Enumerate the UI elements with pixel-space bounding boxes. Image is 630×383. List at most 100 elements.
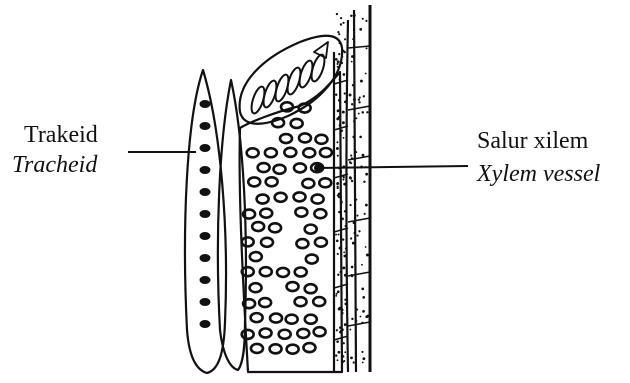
stipple-dot [337, 290, 340, 293]
stipple-dot [344, 299, 346, 301]
stipple-dot [337, 187, 339, 189]
tracheid-pit [200, 100, 211, 108]
stipple-dot [351, 55, 354, 58]
vessel-wall-inner [347, 20, 349, 372]
vessel-element-ribs [249, 53, 327, 115]
stipple-dot [344, 351, 346, 353]
stipple-dot [343, 73, 346, 76]
stipple-dot [342, 50, 344, 52]
tracheid-label: Trakeid [24, 123, 98, 147]
stipple-dot [365, 246, 367, 248]
vessel-pit [314, 209, 326, 218]
stipple-dot [337, 253, 339, 255]
stipple-dot [345, 225, 347, 227]
stipple-dot [359, 136, 362, 139]
stipple-dot [365, 173, 368, 176]
stipple-dot [343, 183, 346, 186]
stipple-dot [336, 293, 338, 295]
stipple-dot [339, 42, 341, 44]
stipple-dot [337, 274, 339, 276]
vessel-pit [258, 163, 270, 172]
stipple-dot [340, 23, 342, 25]
tracheid-pit [200, 166, 211, 174]
stipple-dot [359, 28, 362, 31]
vessel-pit [287, 345, 299, 354]
stipple-dot [350, 237, 352, 239]
stipple-dot [358, 98, 360, 100]
vessel-pit [280, 134, 292, 143]
stipple-dot [337, 66, 339, 68]
stipple-dot [335, 93, 337, 95]
vessel-pit [295, 297, 307, 306]
stipple-dot [360, 316, 362, 318]
vessel-pit [295, 208, 307, 217]
vessel-pit [312, 195, 324, 204]
stipple-dot [344, 323, 347, 326]
stipple-dot [344, 210, 346, 212]
stipple-dot [341, 366, 343, 368]
stipple-dot [336, 329, 338, 331]
vessel-pit [294, 163, 306, 172]
stipple-dot [350, 15, 352, 17]
vessel-pit [279, 330, 291, 339]
stipple-dot [338, 116, 341, 119]
stipple-dot [337, 31, 339, 33]
stipple-dot [343, 176, 345, 178]
stipple-dot [338, 211, 340, 213]
stipple-dot [351, 61, 353, 63]
stipple-dot [338, 33, 340, 35]
stipple-dot [361, 287, 364, 290]
stipple-dot [343, 360, 345, 362]
stipple-dot [349, 204, 351, 206]
stipple-dot [341, 309, 344, 312]
stipple-dot [337, 359, 339, 361]
stipple-dot [342, 238, 344, 240]
vessel-pit [305, 284, 317, 293]
vessel-pit [296, 239, 308, 248]
stipple-dot [362, 310, 365, 313]
vessel-pit [260, 209, 272, 218]
stipple-dot [362, 362, 364, 364]
tracheid-pit [200, 254, 211, 262]
stipple-dot [361, 322, 363, 324]
tracheid-pit [200, 144, 211, 152]
vessel-pit [259, 298, 271, 307]
xylem-vessel-label-english: Xylem vessel [477, 162, 600, 186]
stipple-dot [342, 178, 344, 180]
stipple-dot [342, 22, 344, 24]
stipple-dot [355, 199, 357, 201]
vessel-wall-outer [354, 10, 356, 372]
vessel-pit [242, 237, 254, 246]
vessel-pit [284, 148, 296, 157]
stipple-dot [365, 73, 367, 75]
stipple-dot [351, 275, 353, 277]
stipple-dot [351, 318, 353, 320]
stipple-dot [342, 121, 345, 124]
vessel-pit [261, 238, 273, 247]
stipple-dot [360, 80, 363, 83]
stipple-dot [343, 342, 345, 344]
vessel-pit [257, 195, 269, 204]
stipple-dot [337, 60, 340, 63]
stipple-dot [365, 166, 367, 168]
vessel-pit [305, 225, 317, 234]
stipple-dot [344, 101, 347, 104]
stipple-dot [351, 103, 353, 105]
vessel-pit [274, 165, 286, 174]
vessel-pit [265, 148, 277, 157]
stipple-dot [343, 165, 346, 168]
stipple-dot [340, 201, 343, 204]
vessel-pit [320, 148, 332, 157]
vessel-pit [266, 177, 278, 186]
stipple-dot [360, 165, 363, 168]
stipple-dot [366, 254, 369, 257]
tracheid-pit [200, 122, 211, 130]
vessel-pit [295, 267, 307, 276]
stipple-dot [349, 161, 351, 163]
stipple-dot [338, 308, 341, 311]
stipple-dot [352, 136, 355, 139]
stipple-dot [352, 38, 354, 40]
stipple-dot [341, 56, 343, 58]
stipple-dot [338, 195, 341, 198]
